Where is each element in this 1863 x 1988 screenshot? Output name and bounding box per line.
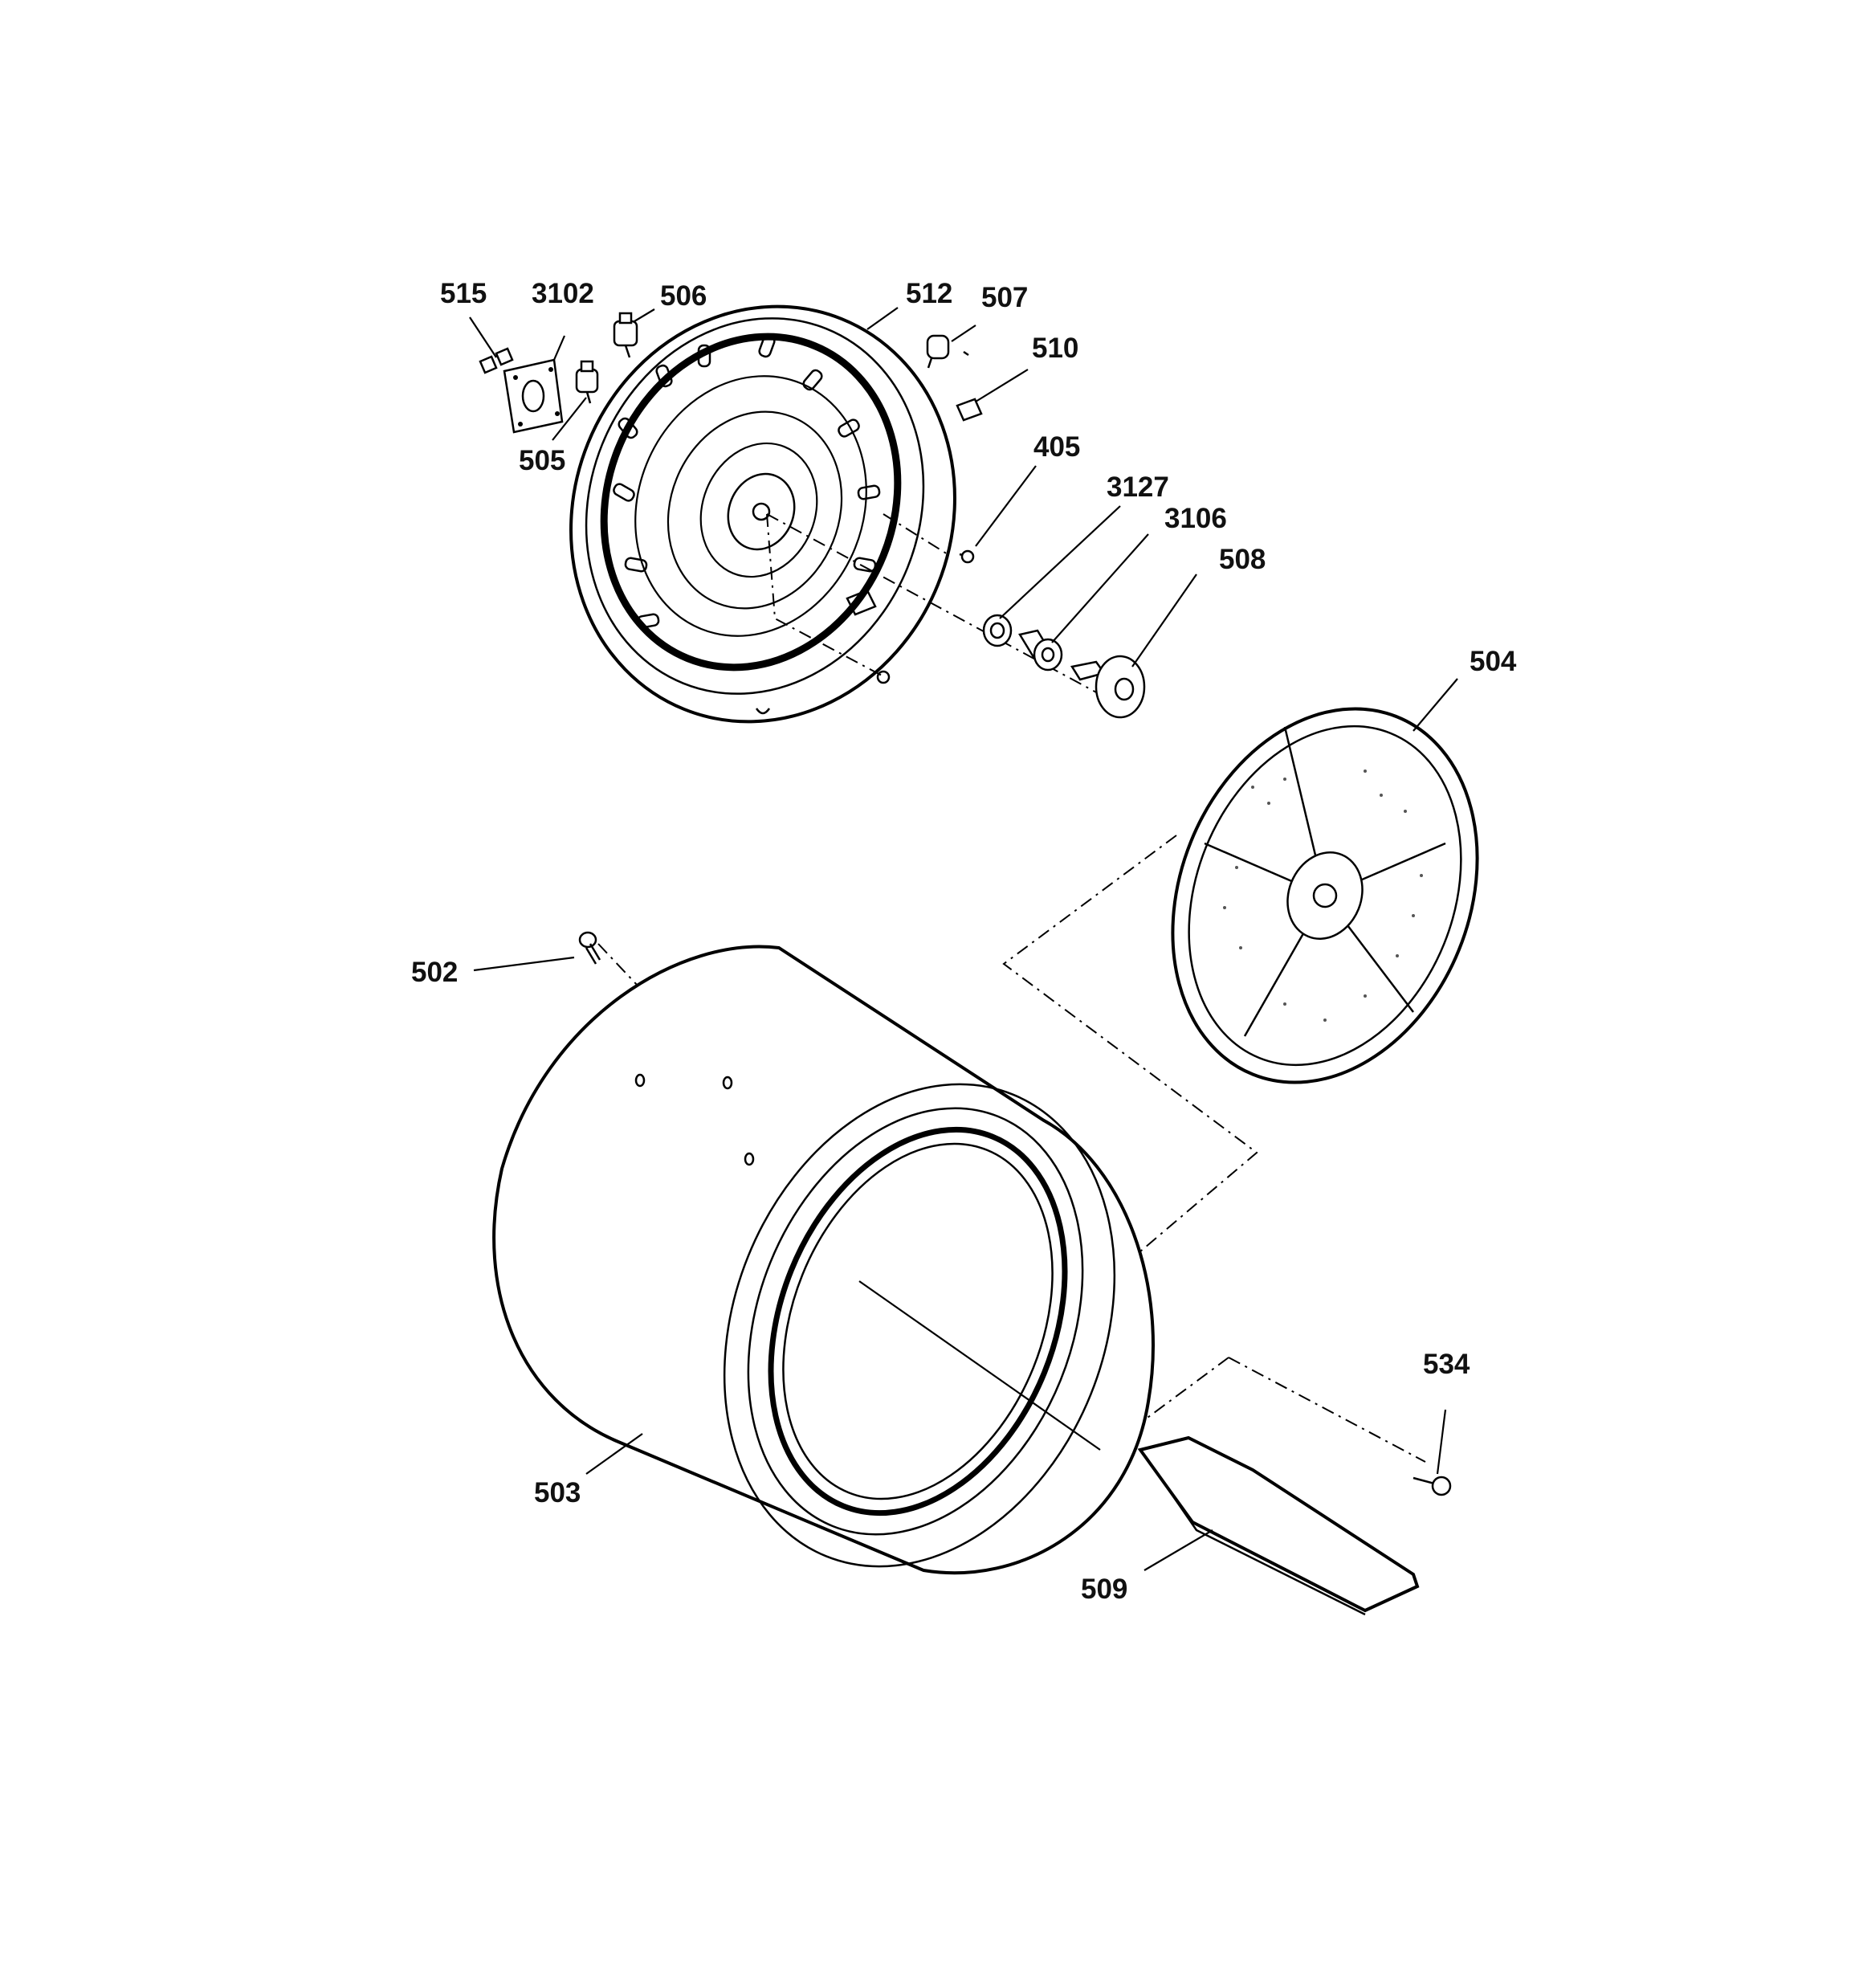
- callout-508: 508: [1219, 544, 1266, 575]
- callout-504: 504: [1470, 646, 1517, 677]
- shaft-508: [1070, 655, 1146, 719]
- callout-510: 510: [1032, 333, 1078, 364]
- callout-labels: 515 3102 506 512 507 510 505 405 3127 31…: [411, 278, 1517, 1605]
- perforation-pattern: [1223, 769, 1423, 1022]
- baffle-509: [1137, 1435, 1420, 1616]
- callout-509: 509: [1081, 1574, 1127, 1605]
- callout-534: 534: [1423, 1349, 1470, 1380]
- rear-bulkhead-512: [569, 304, 975, 724]
- terminal-510: [956, 398, 983, 422]
- clip-515: [479, 347, 514, 374]
- thermal-fuse-507: [926, 334, 969, 369]
- leader-lines: [469, 307, 1458, 1571]
- bolt-502: [578, 931, 601, 965]
- callout-3106: 3106: [1164, 503, 1227, 534]
- callout-515: 515: [440, 278, 487, 309]
- screw-534: [1413, 1476, 1452, 1496]
- callout-3127: 3127: [1107, 471, 1169, 503]
- drum-503: [492, 945, 1155, 1575]
- callout-3102: 3102: [532, 278, 594, 309]
- callout-506: 506: [660, 280, 707, 312]
- thermostat-506: [613, 312, 638, 358]
- thermostat-505: [575, 360, 599, 404]
- bearing-3106: [1018, 629, 1063, 672]
- callout-405: 405: [1033, 431, 1080, 463]
- callout-502: 502: [411, 957, 458, 988]
- bearing-3127: [982, 614, 1013, 647]
- cover-plate-3102: [503, 358, 564, 434]
- drum-back-504: [1171, 707, 1479, 1084]
- callout-505: 505: [519, 445, 565, 476]
- callout-503: 503: [534, 1477, 581, 1508]
- callout-507: 507: [981, 282, 1028, 313]
- callout-512: 512: [906, 278, 952, 309]
